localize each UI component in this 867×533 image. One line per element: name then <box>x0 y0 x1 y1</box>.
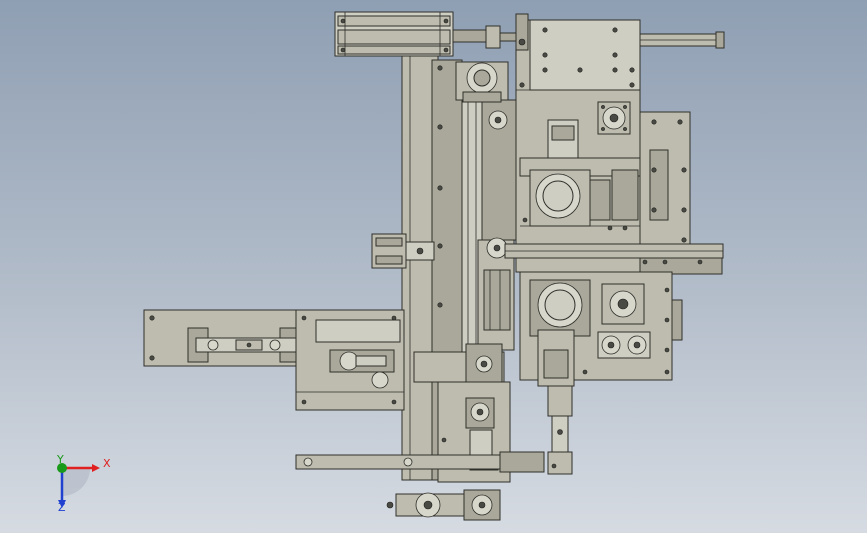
middle-beam <box>413 343 505 385</box>
right-side-plate <box>639 111 691 245</box>
y-axis-label: Y <box>57 453 64 466</box>
mid-left-cylinder <box>371 233 435 269</box>
bottom-roller <box>386 489 501 521</box>
central-carriage <box>519 119 641 231</box>
z-axis-label: Z <box>58 501 66 514</box>
top-right-rail <box>639 31 725 49</box>
vertical-belt <box>461 99 517 361</box>
lower-right-plate <box>519 271 683 381</box>
left-lower-block <box>295 309 405 411</box>
middle-right-rail <box>504 243 724 275</box>
top-bearing <box>597 101 631 135</box>
small-vertical-cylinder <box>537 329 575 475</box>
bottom-bar <box>295 451 545 473</box>
coordinate-triad <box>57 463 100 508</box>
top-cylinder <box>334 11 519 57</box>
x-axis-label: X <box>103 457 111 470</box>
top-motor <box>455 61 509 103</box>
